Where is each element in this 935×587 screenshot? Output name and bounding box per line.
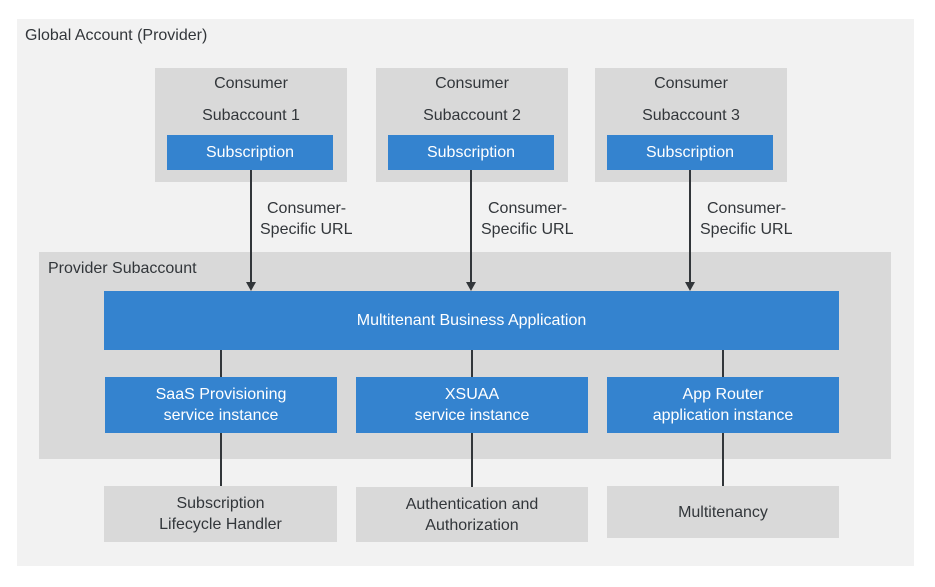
consumer-label: Consumer (654, 75, 728, 92)
subaccount-label: Subaccount 1 (202, 107, 300, 124)
subscription-box: Subscription (167, 135, 333, 170)
outcome-label-line1: Subscription (176, 495, 265, 512)
consumer-label: Consumer (435, 75, 509, 92)
url-label-line1: Consumer- (267, 200, 347, 217)
global-account-title: Global Account (Provider) (25, 27, 208, 44)
subaccount-label: Subaccount 2 (423, 107, 521, 124)
multitenant-application-label: Multitenant Business Application (356, 312, 587, 329)
multitenant-application-box: Multitenant Business Application (104, 291, 839, 350)
consumer-subaccount-3: Consumer Subaccount 3 Subscription (595, 68, 787, 182)
arrow-head-3 (685, 282, 695, 291)
saas-provisioning-instance-box: SaaS Provisioning service instance (105, 377, 337, 433)
arrow-head-2 (466, 282, 476, 291)
instance-label-line1: XSUAA (444, 386, 500, 403)
arrow-head-1 (246, 282, 256, 291)
subaccount-label: Subaccount 3 (642, 107, 740, 124)
consumer-subaccount-1: Consumer Subaccount 1 Subscription (155, 68, 347, 182)
lifecycle-handler-box: Subscription Lifecycle Handler (104, 486, 337, 542)
url-label-line1: Consumer- (488, 200, 568, 217)
url-label-line1: Consumer- (707, 200, 787, 217)
consumer-url-label-3: Consumer- Specific URL (700, 198, 792, 240)
url-label-line2: Specific URL (260, 221, 353, 238)
instance-label-line2: application instance (652, 407, 794, 424)
multitenancy-box: Multitenancy (607, 486, 839, 538)
xsuaa-instance-box: XSUAA service instance (356, 377, 588, 433)
instance-label-line2: service instance (414, 407, 530, 424)
app-router-instance-box: App Router application instance (607, 377, 839, 433)
provider-subaccount-title: Provider Subaccount (48, 260, 197, 277)
instance-label-line2: service instance (163, 407, 279, 424)
url-label-line2: Specific URL (700, 221, 793, 238)
outcome-label-line2: Lifecycle Handler (159, 516, 282, 533)
consumer-url-label-2: Consumer- Specific URL (481, 198, 573, 240)
authentication-authorization-box: Authentication and Authorization (356, 487, 588, 542)
outcome-label-line1: Multitenancy (678, 503, 768, 521)
instance-label-line1: SaaS Provisioning (155, 386, 287, 403)
consumer-subaccount-2: Consumer Subaccount 2 Subscription (376, 68, 568, 182)
consumer-label: Consumer (214, 75, 288, 92)
outcome-label-line2: Authorization (425, 516, 519, 534)
consumer-url-label-1: Consumer- Specific URL (260, 198, 352, 240)
url-label-line2: Specific URL (481, 221, 574, 238)
outcome-label-line1: Authentication and (405, 495, 539, 513)
instance-label-line1: App Router (682, 386, 764, 403)
subscription-box: Subscription (607, 135, 773, 170)
subscription-box: Subscription (388, 135, 554, 170)
